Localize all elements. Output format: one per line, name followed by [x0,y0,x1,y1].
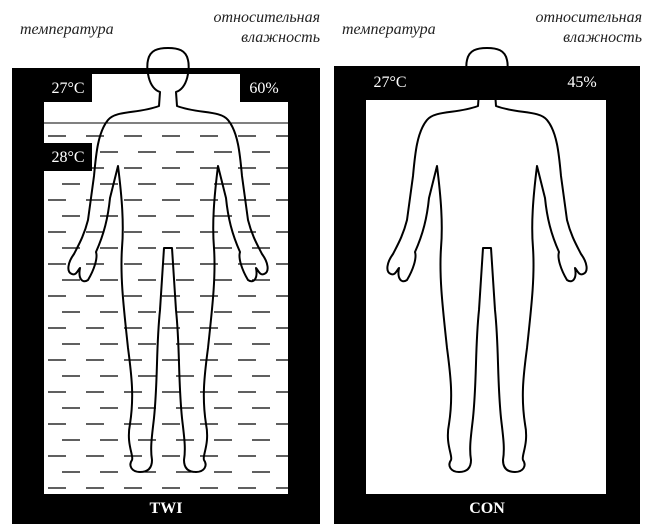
humidity-badge: 45% [558,68,606,100]
panel-twi: температура относительная влажность 27°C… [0,0,326,524]
condition-label: TWI [12,498,320,520]
humidity-badge: 60% [240,74,288,102]
water-temperature-badge: 28°C [44,143,92,171]
air-temperature-badge: 27°C [44,74,92,102]
panel-con: температура относительная влажность 27°C… [326,0,652,524]
condition-label: CON [334,498,640,520]
air-temperature-badge: 27°C [366,68,414,100]
